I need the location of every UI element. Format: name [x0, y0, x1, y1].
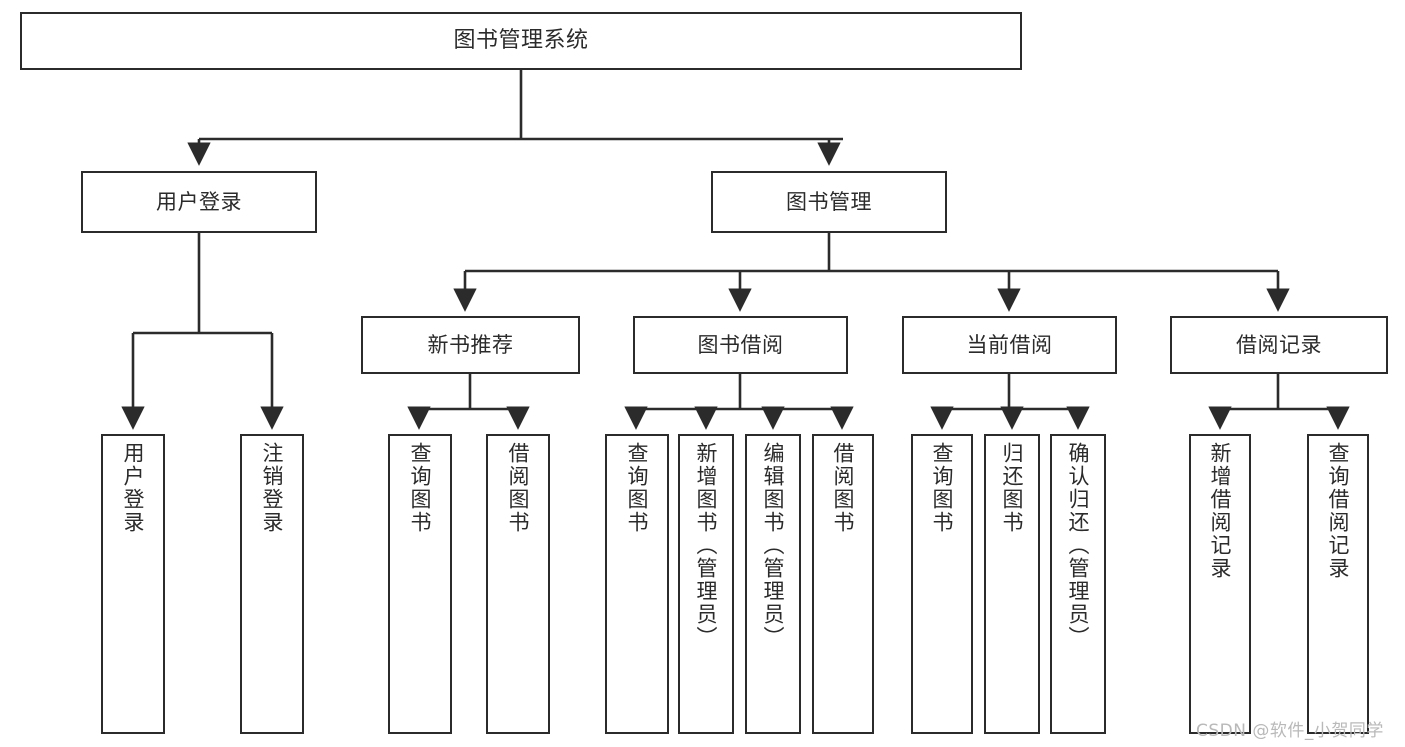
leaf-query-borrow-record[interactable]: 查询借阅记录	[1307, 434, 1369, 734]
node-label: 用户登录	[156, 189, 242, 214]
node-label: 用户登录	[121, 442, 146, 534]
node-label: 图书管理系统	[453, 28, 589, 54]
node-label: 当前借阅	[966, 332, 1053, 357]
node-user-login[interactable]: 用户登录	[81, 171, 317, 233]
leaf-query-book-current[interactable]: 查询图书	[911, 434, 973, 734]
node-new-book-recommend[interactable]: 新书推荐	[361, 316, 580, 374]
node-label: 借阅记录	[1236, 332, 1322, 357]
node-root-system[interactable]: 图书管理系统	[20, 12, 1022, 70]
node-label: 新书推荐	[427, 332, 514, 357]
node-label: 注销登录	[260, 442, 285, 534]
node-label: 确认归还（管理员）	[1066, 442, 1091, 649]
leaf-add-book-admin[interactable]: 新增图书（管理员）	[678, 434, 734, 734]
leaf-query-book-recommend[interactable]: 查询图书	[388, 434, 452, 734]
node-label: 新增图书（管理员）	[694, 442, 719, 649]
leaf-logout[interactable]: 注销登录	[240, 434, 304, 734]
node-label: 查询借阅记录	[1326, 442, 1351, 580]
node-current-borrow[interactable]: 当前借阅	[902, 316, 1117, 374]
node-label: 查询图书	[930, 442, 955, 534]
node-label: 新增借阅记录	[1208, 442, 1233, 580]
node-label: 借阅图书	[506, 442, 531, 534]
node-book-borrow[interactable]: 图书借阅	[633, 316, 848, 374]
node-label: 编辑图书（管理员）	[761, 442, 786, 649]
node-label: 图书借阅	[697, 332, 784, 357]
leaf-add-borrow-record[interactable]: 新增借阅记录	[1189, 434, 1251, 734]
leaf-edit-book-admin[interactable]: 编辑图书（管理员）	[745, 434, 801, 734]
leaf-return-book[interactable]: 归还图书	[984, 434, 1040, 734]
node-label: 借阅图书	[831, 442, 856, 534]
node-label: 查询图书	[408, 442, 433, 534]
leaf-confirm-return-admin[interactable]: 确认归还（管理员）	[1050, 434, 1106, 734]
node-borrow-records[interactable]: 借阅记录	[1170, 316, 1388, 374]
leaf-borrow-book-recommend[interactable]: 借阅图书	[486, 434, 550, 734]
leaf-user-login[interactable]: 用户登录	[101, 434, 165, 734]
node-label: 图书管理	[786, 189, 872, 214]
node-book-management[interactable]: 图书管理	[711, 171, 947, 233]
leaf-query-book-borrow[interactable]: 查询图书	[605, 434, 669, 734]
csdn-watermark: CSDN @软件_小贺同学	[1196, 721, 1384, 741]
node-label: 查询图书	[625, 442, 650, 534]
leaf-borrow-book[interactable]: 借阅图书	[812, 434, 874, 734]
node-label: 归还图书	[1000, 442, 1025, 534]
